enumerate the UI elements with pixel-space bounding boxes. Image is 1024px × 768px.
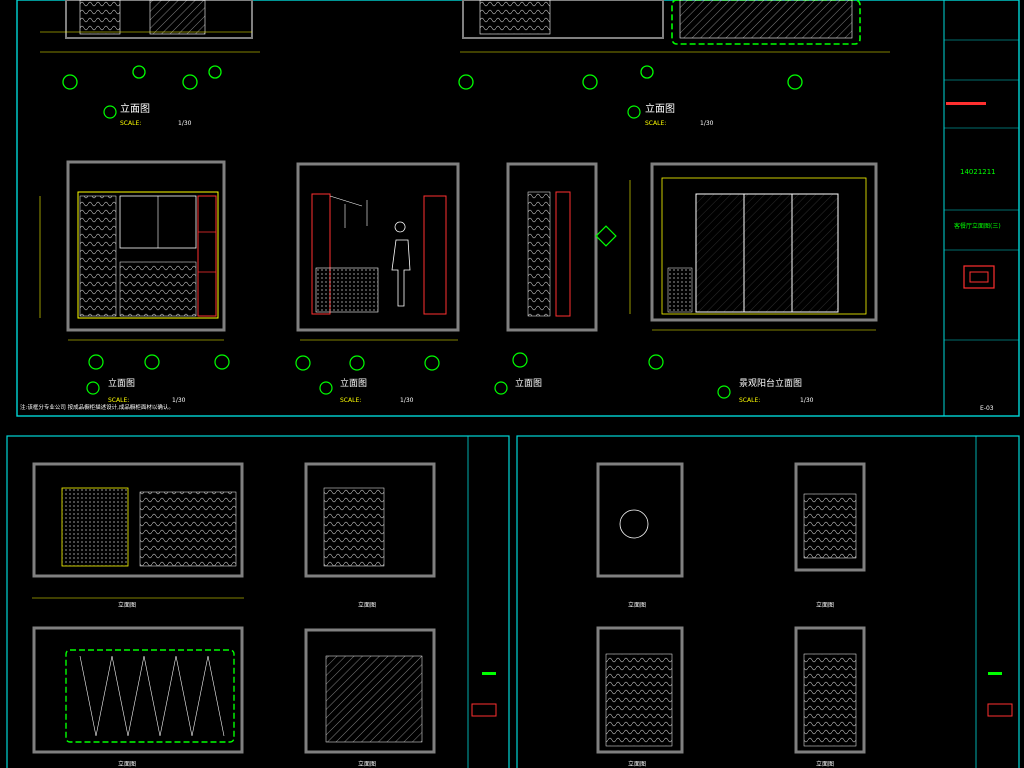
- svg-text:立面图: 立面图: [816, 760, 834, 768]
- svg-text:立面图: 立面图: [515, 377, 542, 389]
- section-view: 立面图: [494, 162, 617, 395]
- svg-text:立面图: 立面图: [628, 760, 646, 768]
- view-title-text: 立面图: [120, 102, 150, 115]
- project-code: 14021211: [960, 168, 996, 176]
- svg-text:1/30: 1/30: [700, 120, 714, 127]
- sheet-number: E-03: [980, 405, 994, 412]
- svg-text:立面图: 立面图: [358, 601, 376, 609]
- view-title-1: 立面图 SCALE: 1/30: [103, 102, 192, 127]
- sheet-3: 立面图 立面图 立面图 立面图: [516, 435, 1020, 768]
- elevation-kitchen: 立面图 SCALE: 1/30: [39, 160, 230, 404]
- svg-text:1/30: 1/30: [172, 397, 186, 404]
- svg-text:1/30: 1/30: [400, 397, 414, 404]
- svg-text:立面图: 立面图: [645, 102, 675, 115]
- svg-text:立面图: 立面图: [108, 377, 135, 389]
- balcony-elevation: 景观阳台立面图 SCALE: 1/30: [629, 162, 878, 404]
- title-block: 14021211 客餐厅立面图(三) E-03: [944, 39, 1019, 412]
- svg-text:SCALE:: SCALE:: [108, 397, 129, 404]
- balcony-title: 景观阳台立面图: [739, 377, 802, 389]
- svg-text:立面图: 立面图: [628, 601, 646, 609]
- svg-text:1/30: 1/30: [800, 397, 814, 404]
- svg-text:立面图: 立面图: [340, 377, 367, 389]
- svg-text:立面图: 立面图: [816, 601, 834, 609]
- sheet-1: 立面图 SCALE: 1/30 立面图 SCALE: 1/30: [16, 0, 1020, 417]
- elevation-with-figure: 立面图 SCALE: 1/30: [295, 162, 460, 404]
- svg-text:SCALE:: SCALE:: [645, 120, 666, 127]
- top-strip-views: [40, 0, 890, 53]
- view-title-2: 立面图 SCALE: 1/30: [627, 102, 714, 127]
- sheet-1-frame: [16, 0, 1020, 417]
- callout-markers-row-1: [62, 65, 803, 90]
- svg-text:SCALE:: SCALE:: [739, 397, 760, 404]
- human-figure: [391, 221, 411, 307]
- svg-text:立面图: 立面图: [118, 760, 136, 768]
- svg-text:立面图: 立面图: [358, 760, 376, 768]
- sheet-2: 立面图 立面图 立面图 立面图: [6, 435, 510, 768]
- drawing-title: 客餐厅立面图(三): [954, 222, 1001, 230]
- svg-text:立面图: 立面图: [118, 601, 136, 609]
- svg-text:SCALE:: SCALE:: [120, 120, 141, 127]
- svg-text:1/30: 1/30: [178, 120, 192, 127]
- svg-text:SCALE:: SCALE:: [340, 397, 361, 404]
- general-note: 注:该框分专业公司 按成品橱柜描述设计,成品橱柜面材以确认。: [20, 403, 174, 411]
